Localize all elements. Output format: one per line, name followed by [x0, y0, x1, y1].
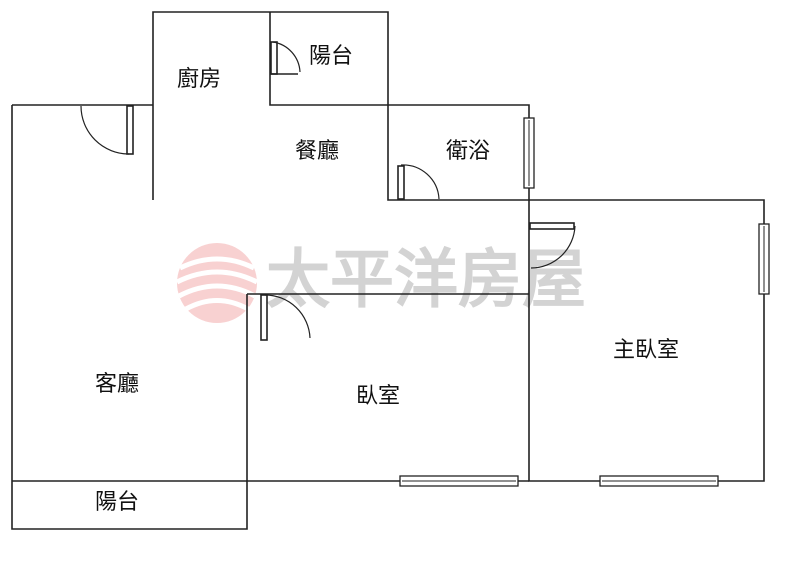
door-living [80, 105, 134, 155]
room-label-living: 客廳 [95, 372, 139, 397]
window-master-bottom [599, 475, 719, 487]
window-bedroom-bottom [399, 475, 519, 487]
watermark: 太平洋房屋 [175, 243, 586, 323]
door-master-bedroom [529, 222, 576, 269]
watermark-logo-icon [175, 243, 259, 323]
room-label-bathroom: 衛浴 [446, 139, 490, 164]
door-bedroom [260, 294, 311, 341]
room-label-kitchen: 廚房 [177, 67, 221, 92]
room-label-dining: 餐廳 [295, 139, 339, 164]
door-bathroom [397, 164, 440, 200]
room-label-master-bedroom: 主臥室 [613, 338, 679, 363]
door-balcony-top [270, 41, 301, 75]
room-label-balcony-bottom: 陽台 [95, 490, 139, 515]
room-label-balcony-top: 陽台 [309, 44, 353, 69]
room-label-bedroom: 臥室 [356, 384, 400, 409]
watermark-text: 太平洋房屋 [266, 243, 586, 318]
window-bathroom [523, 117, 535, 189]
window-master-right [758, 223, 770, 295]
